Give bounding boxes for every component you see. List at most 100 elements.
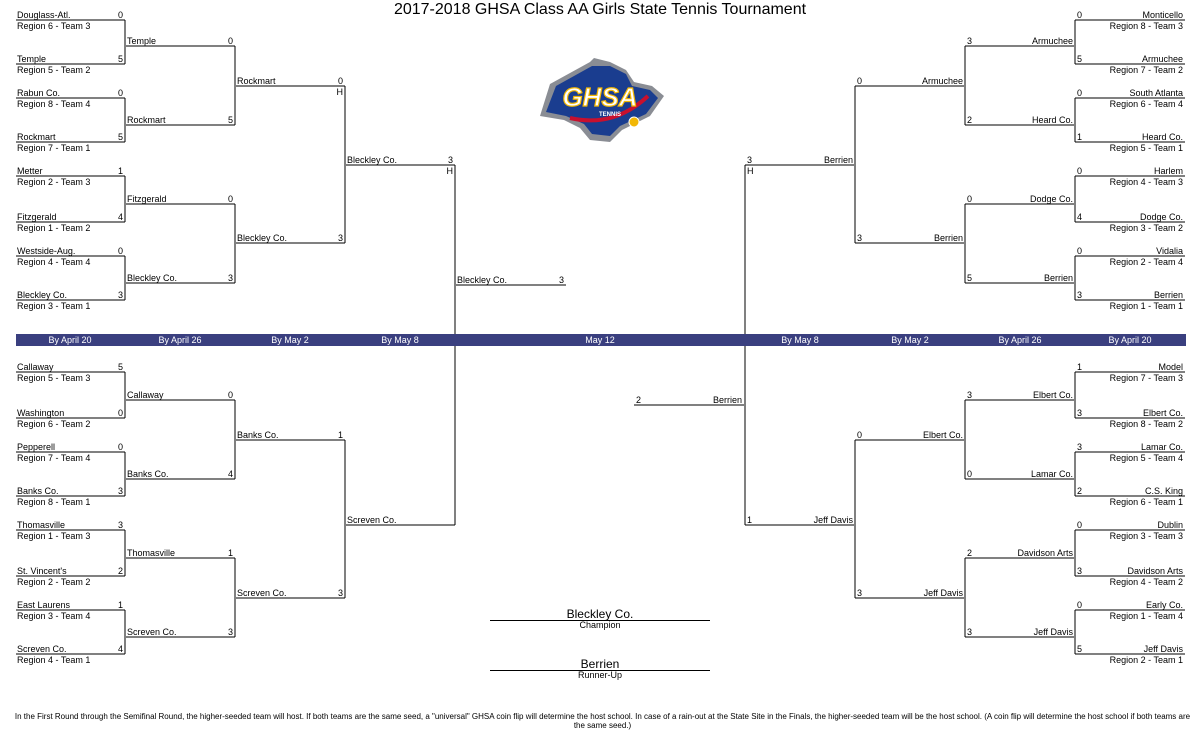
seed-label: Region 7 - Team 2 — [1109, 65, 1183, 75]
score: 0 — [117, 10, 123, 20]
team-name: Monticello — [1142, 10, 1183, 20]
score: 0 — [117, 442, 123, 452]
logo-text: GHSA — [562, 82, 637, 112]
score: 0 — [227, 36, 233, 46]
score: 0 — [1077, 88, 1083, 98]
team-name: Armuchee — [1141, 54, 1183, 64]
team-name: Temple — [127, 36, 157, 46]
score: 3 — [1077, 566, 1083, 576]
team-name: Berrien — [1153, 290, 1183, 300]
team-name: Rockmart — [17, 132, 56, 142]
score: 0 — [1077, 10, 1083, 20]
score: 1 — [747, 515, 753, 525]
seed-label: Region 7 - Team 1 — [17, 143, 91, 153]
team-name: St. Vincent's — [17, 566, 67, 576]
round-label: By April 20 — [48, 335, 92, 345]
score: 3 — [747, 155, 753, 165]
seed-label: Region 5 - Team 3 — [17, 373, 91, 383]
team-name: Thomasville — [17, 520, 66, 530]
team-name: Jeff Davis — [1143, 644, 1183, 654]
team-name: Berrien — [1043, 273, 1073, 283]
team-name: Berrien — [823, 155, 853, 165]
team-name: Model — [1158, 362, 1183, 372]
seed-label: Region 7 - Team 3 — [1109, 373, 1183, 383]
team-name: Thomasville — [127, 548, 176, 558]
score: 3 — [337, 588, 343, 598]
seed-label: Region 8 - Team 4 — [17, 99, 91, 109]
team-name: Dublin — [1157, 520, 1183, 530]
finalist-score: 2 — [636, 395, 642, 405]
round-label: By May 8 — [381, 335, 419, 345]
score: 5 — [117, 54, 123, 64]
seed-label: Region 4 - Team 4 — [17, 257, 91, 267]
score: 0 — [337, 76, 343, 86]
seed-label: Region 5 - Team 1 — [1109, 143, 1183, 153]
team-name: Screven Co. — [237, 588, 287, 598]
seed-label: Region 6 - Team 4 — [1109, 99, 1183, 109]
seed-label: Region 4 - Team 2 — [1109, 577, 1183, 587]
team-name: Bleckley Co. — [17, 290, 68, 300]
seed-label: Region 2 - Team 3 — [17, 177, 91, 187]
round-label: By April 26 — [998, 335, 1042, 345]
score: 3 — [117, 290, 123, 300]
team-name: Banks Co. — [127, 469, 169, 479]
score: 5 — [1077, 54, 1083, 64]
team-name: Harlem — [1153, 166, 1183, 176]
team-name: East Laurens — [17, 600, 71, 610]
score: 1 — [117, 600, 123, 610]
team-name: Callaway — [127, 390, 164, 400]
round-label: By May 2 — [891, 335, 929, 345]
score: 0 — [1077, 600, 1083, 610]
score: 5 — [117, 362, 123, 372]
score: 0 — [117, 246, 123, 256]
team-name: Metter — [17, 166, 43, 176]
round-label: By April 26 — [158, 335, 202, 345]
score: 4 — [1077, 212, 1083, 222]
seed-label: Region 4 - Team 1 — [17, 655, 91, 665]
team-name: Jeff Davis — [813, 515, 853, 525]
team-name: Heard Co. — [1031, 115, 1073, 125]
score: 0 — [1077, 166, 1083, 176]
seed-label: Region 1 - Team 1 — [1109, 301, 1183, 311]
score: 5 — [967, 273, 973, 283]
score: 3 — [1077, 408, 1083, 418]
team-name: Screven Co. — [17, 644, 67, 654]
score: 0 — [117, 88, 123, 98]
host-marker: H — [336, 87, 344, 97]
team-name: Elbert Co. — [922, 430, 963, 440]
round-label: By May 2 — [271, 335, 309, 345]
score: 0 — [1077, 520, 1083, 530]
ghsa-tennis-logo: GHSA TENNIS — [540, 58, 664, 142]
seed-label: Region 8 - Team 2 — [1109, 419, 1183, 429]
team-name: Washington — [17, 408, 65, 418]
seed-label: Region 2 - Team 1 — [1109, 655, 1183, 665]
seed-label: Region 6 - Team 1 — [1109, 497, 1183, 507]
score: 4 — [117, 644, 123, 654]
seed-label: Region 4 - Team 3 — [1109, 177, 1183, 187]
seed-label: Region 5 - Team 2 — [17, 65, 91, 75]
finalist-name: Berrien — [712, 395, 742, 405]
seed-label: Region 1 - Team 2 — [17, 223, 91, 233]
page-title: 2017-2018 GHSA Class AA Girls State Tenn… — [393, 1, 807, 18]
team-name: Banks Co. — [237, 430, 279, 440]
team-name: Armuchee — [921, 76, 963, 86]
team-name: Banks Co. — [17, 486, 59, 496]
finalist-score: 3 — [558, 275, 564, 285]
seed-label: Region 2 - Team 2 — [17, 577, 91, 587]
score: 3 — [1077, 290, 1083, 300]
seed-label: Region 7 - Team 4 — [17, 453, 91, 463]
score: 3 — [857, 233, 863, 243]
team-name: Davidson Arts — [1017, 548, 1073, 558]
team-name: Jeff Davis — [1033, 627, 1073, 637]
team-name: Lamar Co. — [1030, 469, 1073, 479]
seed-label: Region 1 - Team 4 — [1109, 611, 1183, 621]
host-marker: H — [747, 166, 754, 176]
score: 0 — [227, 194, 233, 204]
team-name: Temple — [17, 54, 47, 64]
seed-label: Region 6 - Team 2 — [17, 419, 91, 429]
logo-subtext: TENNIS — [599, 112, 621, 118]
team-name: Elbert Co. — [1032, 390, 1073, 400]
score: 2 — [117, 566, 123, 576]
team-name: Dodge Co. — [1029, 194, 1073, 204]
score: 3 — [967, 390, 973, 400]
